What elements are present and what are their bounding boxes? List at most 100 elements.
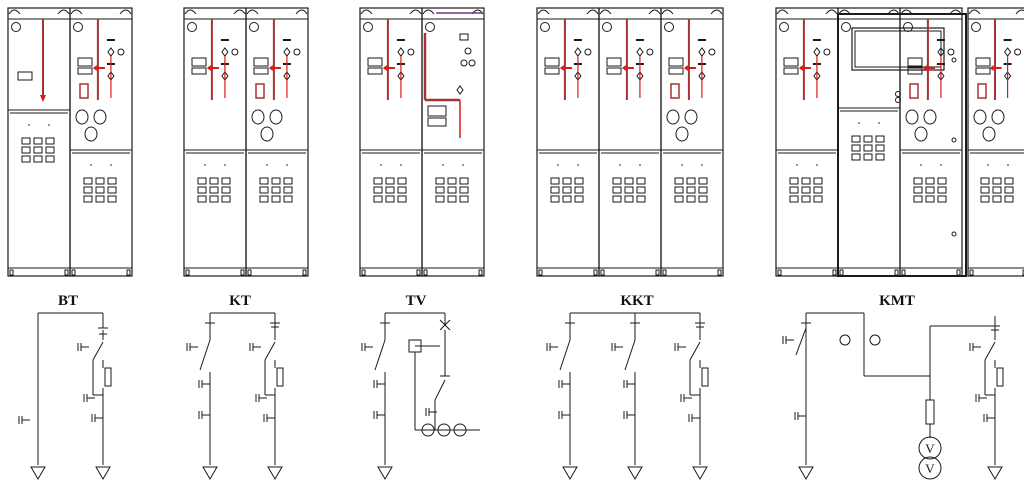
foot [662, 269, 667, 276]
cubicle [421, 7, 485, 277]
operating-handle-icon [269, 109, 283, 125]
fuse-compartment [255, 83, 265, 99]
label-holder [191, 67, 207, 75]
vent-slot [1004, 177, 1014, 185]
lifting-lug [776, 9, 789, 15]
operating-handle-icon [914, 126, 928, 142]
vent-slot [937, 195, 947, 203]
fuse-compartment [909, 83, 919, 99]
vent-slot [574, 195, 584, 203]
lifting-lug [968, 9, 981, 15]
vent-slot [698, 195, 708, 203]
vent-slot [674, 186, 684, 194]
cubicle [69, 7, 133, 277]
disconnector-switch-icon [937, 47, 945, 57]
vent-slot [95, 177, 105, 185]
schematic-kmt: VV [782, 312, 1004, 480]
screw [110, 164, 112, 166]
vent-slot [83, 177, 93, 185]
ground-triangle-icon [377, 466, 393, 480]
disconnector-switch-icon [397, 71, 405, 81]
disconnector-switch-icon [283, 71, 291, 81]
vent-slot [875, 135, 885, 143]
operating-handle-icon [905, 109, 919, 125]
lifting-lug [648, 9, 661, 15]
unit-label-kmt: KMT [879, 293, 915, 309]
current-transformer-icon [869, 334, 881, 346]
operating-handle-icon [973, 109, 987, 125]
voltage-transformer-icon [437, 423, 451, 437]
operating-handle-icon [982, 126, 996, 142]
vent-slot [271, 186, 281, 194]
label-holder [907, 57, 923, 67]
schematic-tv [361, 312, 480, 480]
lifting-lug [599, 9, 612, 15]
foot [717, 269, 722, 276]
cubicle-frame [660, 7, 724, 277]
lifting-lug [900, 9, 913, 15]
lifting-lug [360, 9, 373, 15]
cubicle [967, 7, 1024, 277]
vent-slot [283, 186, 293, 194]
indicator-lamp-icon [425, 22, 435, 32]
schematic-kkt [546, 312, 709, 480]
vent-slot [686, 195, 696, 203]
screw [286, 164, 288, 166]
cubicle [245, 7, 309, 277]
vent-slot [221, 195, 231, 203]
vent-slot [851, 153, 861, 161]
indicator-lamp-icon [249, 22, 259, 32]
vent-slot [789, 195, 799, 203]
vent-slot [851, 135, 861, 143]
vent-slot [624, 177, 634, 185]
label-holder [668, 57, 684, 67]
indicator-lamp-icon [903, 22, 913, 32]
operating-handle-icon [251, 109, 265, 125]
mimic-arrow-head [559, 65, 564, 71]
disconnector-switch-icon [434, 379, 446, 401]
cubicle [837, 7, 957, 277]
vent-slot [562, 177, 572, 185]
vent-slot [435, 186, 445, 194]
vent-slot [992, 186, 1002, 194]
cubicle [598, 7, 662, 277]
disconnector-switch-icon [1003, 47, 1012, 57]
vent-slot [875, 144, 885, 152]
fuse-icon [701, 367, 709, 387]
screw [878, 122, 880, 124]
lifting-lug [537, 9, 550, 15]
screw [48, 124, 50, 126]
operating-handle-icon [75, 109, 89, 125]
vent-slot [459, 195, 469, 203]
label-holder [544, 67, 560, 75]
lifting-lug [838, 9, 851, 15]
mimic-arrow-head [683, 65, 688, 71]
fuse-icon [276, 367, 284, 387]
screw [577, 164, 579, 166]
label-holder [17, 71, 33, 81]
ground-triangle-icon [267, 466, 283, 480]
indicator-lamp-icon [187, 22, 197, 32]
ground-triangle-icon [987, 466, 1003, 480]
screw [204, 164, 206, 166]
disconnector-switch-icon [984, 341, 996, 361]
vent-slot [980, 186, 990, 194]
mimic-arrow-head [382, 65, 387, 71]
disconnector-switch-icon [559, 339, 571, 371]
unit-tv [359, 7, 485, 277]
fuse-icon [104, 367, 112, 387]
indicator-lamp-icon [73, 22, 83, 32]
lifting-lug [949, 9, 962, 15]
bus-tap [99, 330, 107, 335]
foot [126, 269, 131, 276]
ground-triangle-icon [627, 466, 643, 480]
vent-slot [913, 177, 923, 185]
vent-slot [925, 177, 935, 185]
foot [538, 269, 543, 276]
cubicle [359, 7, 423, 277]
label-holder [907, 67, 923, 75]
operating-handle-icon [991, 109, 1005, 125]
disconnector-switch-icon [397, 47, 405, 57]
foot [777, 269, 782, 276]
disconnector-switch-icon [698, 47, 706, 57]
